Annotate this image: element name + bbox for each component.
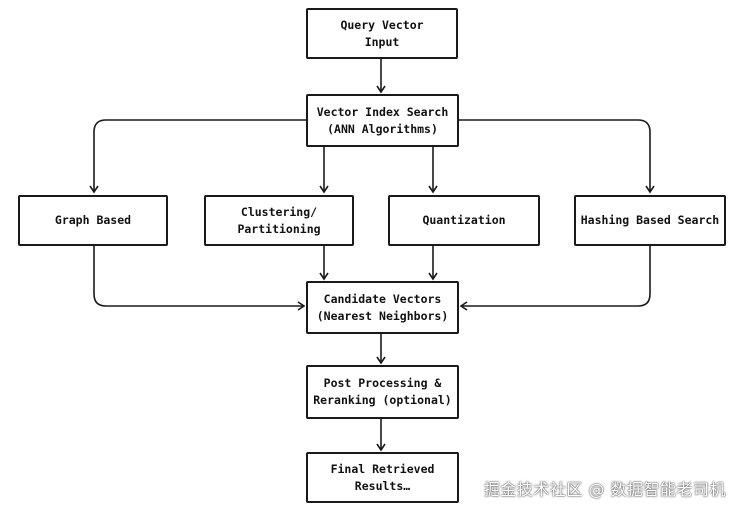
node-label-line: Candidate Vectors bbox=[323, 291, 442, 306]
node-clustering-partitioning: Clustering/Partitioning bbox=[204, 195, 354, 246]
node-label-line: Partitioning bbox=[237, 221, 321, 236]
arrow-graph-to-candidate bbox=[93, 246, 306, 311]
node-label-line: Query Vector bbox=[340, 17, 424, 32]
node-label-line: Graph Based bbox=[54, 213, 132, 227]
node-label-line: Hashing Based Search bbox=[580, 213, 720, 227]
node-label-line: Post Processing & bbox=[323, 376, 442, 390]
node-quantization: Quantization bbox=[388, 195, 540, 246]
arrow-index-to-graph bbox=[89, 119, 306, 194]
node-label-line: (Nearest Neighbors) bbox=[316, 308, 449, 323]
node-label-line: (ANN Algorithms) bbox=[327, 121, 438, 136]
node-post-processing: Post Processing & Reranking (optional) bbox=[306, 365, 459, 419]
node-label-line: Results… bbox=[354, 478, 411, 493]
node-label-line: Quantization bbox=[422, 213, 506, 227]
arrow-hashing-to-candidate bbox=[459, 246, 651, 311]
node-label-line: Input bbox=[364, 34, 400, 49]
node-label-line: Clustering/ bbox=[240, 204, 318, 219]
node-candidate-vectors: Candidate Vectors (Nearest Neighbors) bbox=[306, 281, 459, 334]
node-hashing-based-search: Hashing Based Search bbox=[574, 195, 726, 246]
watermark: 掘金技术社区 @ 数据智能老司机 bbox=[483, 480, 726, 499]
node-label-line: Final Retrieved bbox=[330, 461, 435, 476]
node-label-line: Reranking (optional) bbox=[313, 393, 452, 407]
arrow-index-to-hashing bbox=[459, 119, 655, 194]
node-vector-index-search: Vector Index Search (ANN Algorithms) bbox=[306, 94, 459, 147]
node-label-line: Vector Index Search bbox=[316, 104, 449, 119]
node-graph-based: Graph Based bbox=[18, 195, 168, 246]
